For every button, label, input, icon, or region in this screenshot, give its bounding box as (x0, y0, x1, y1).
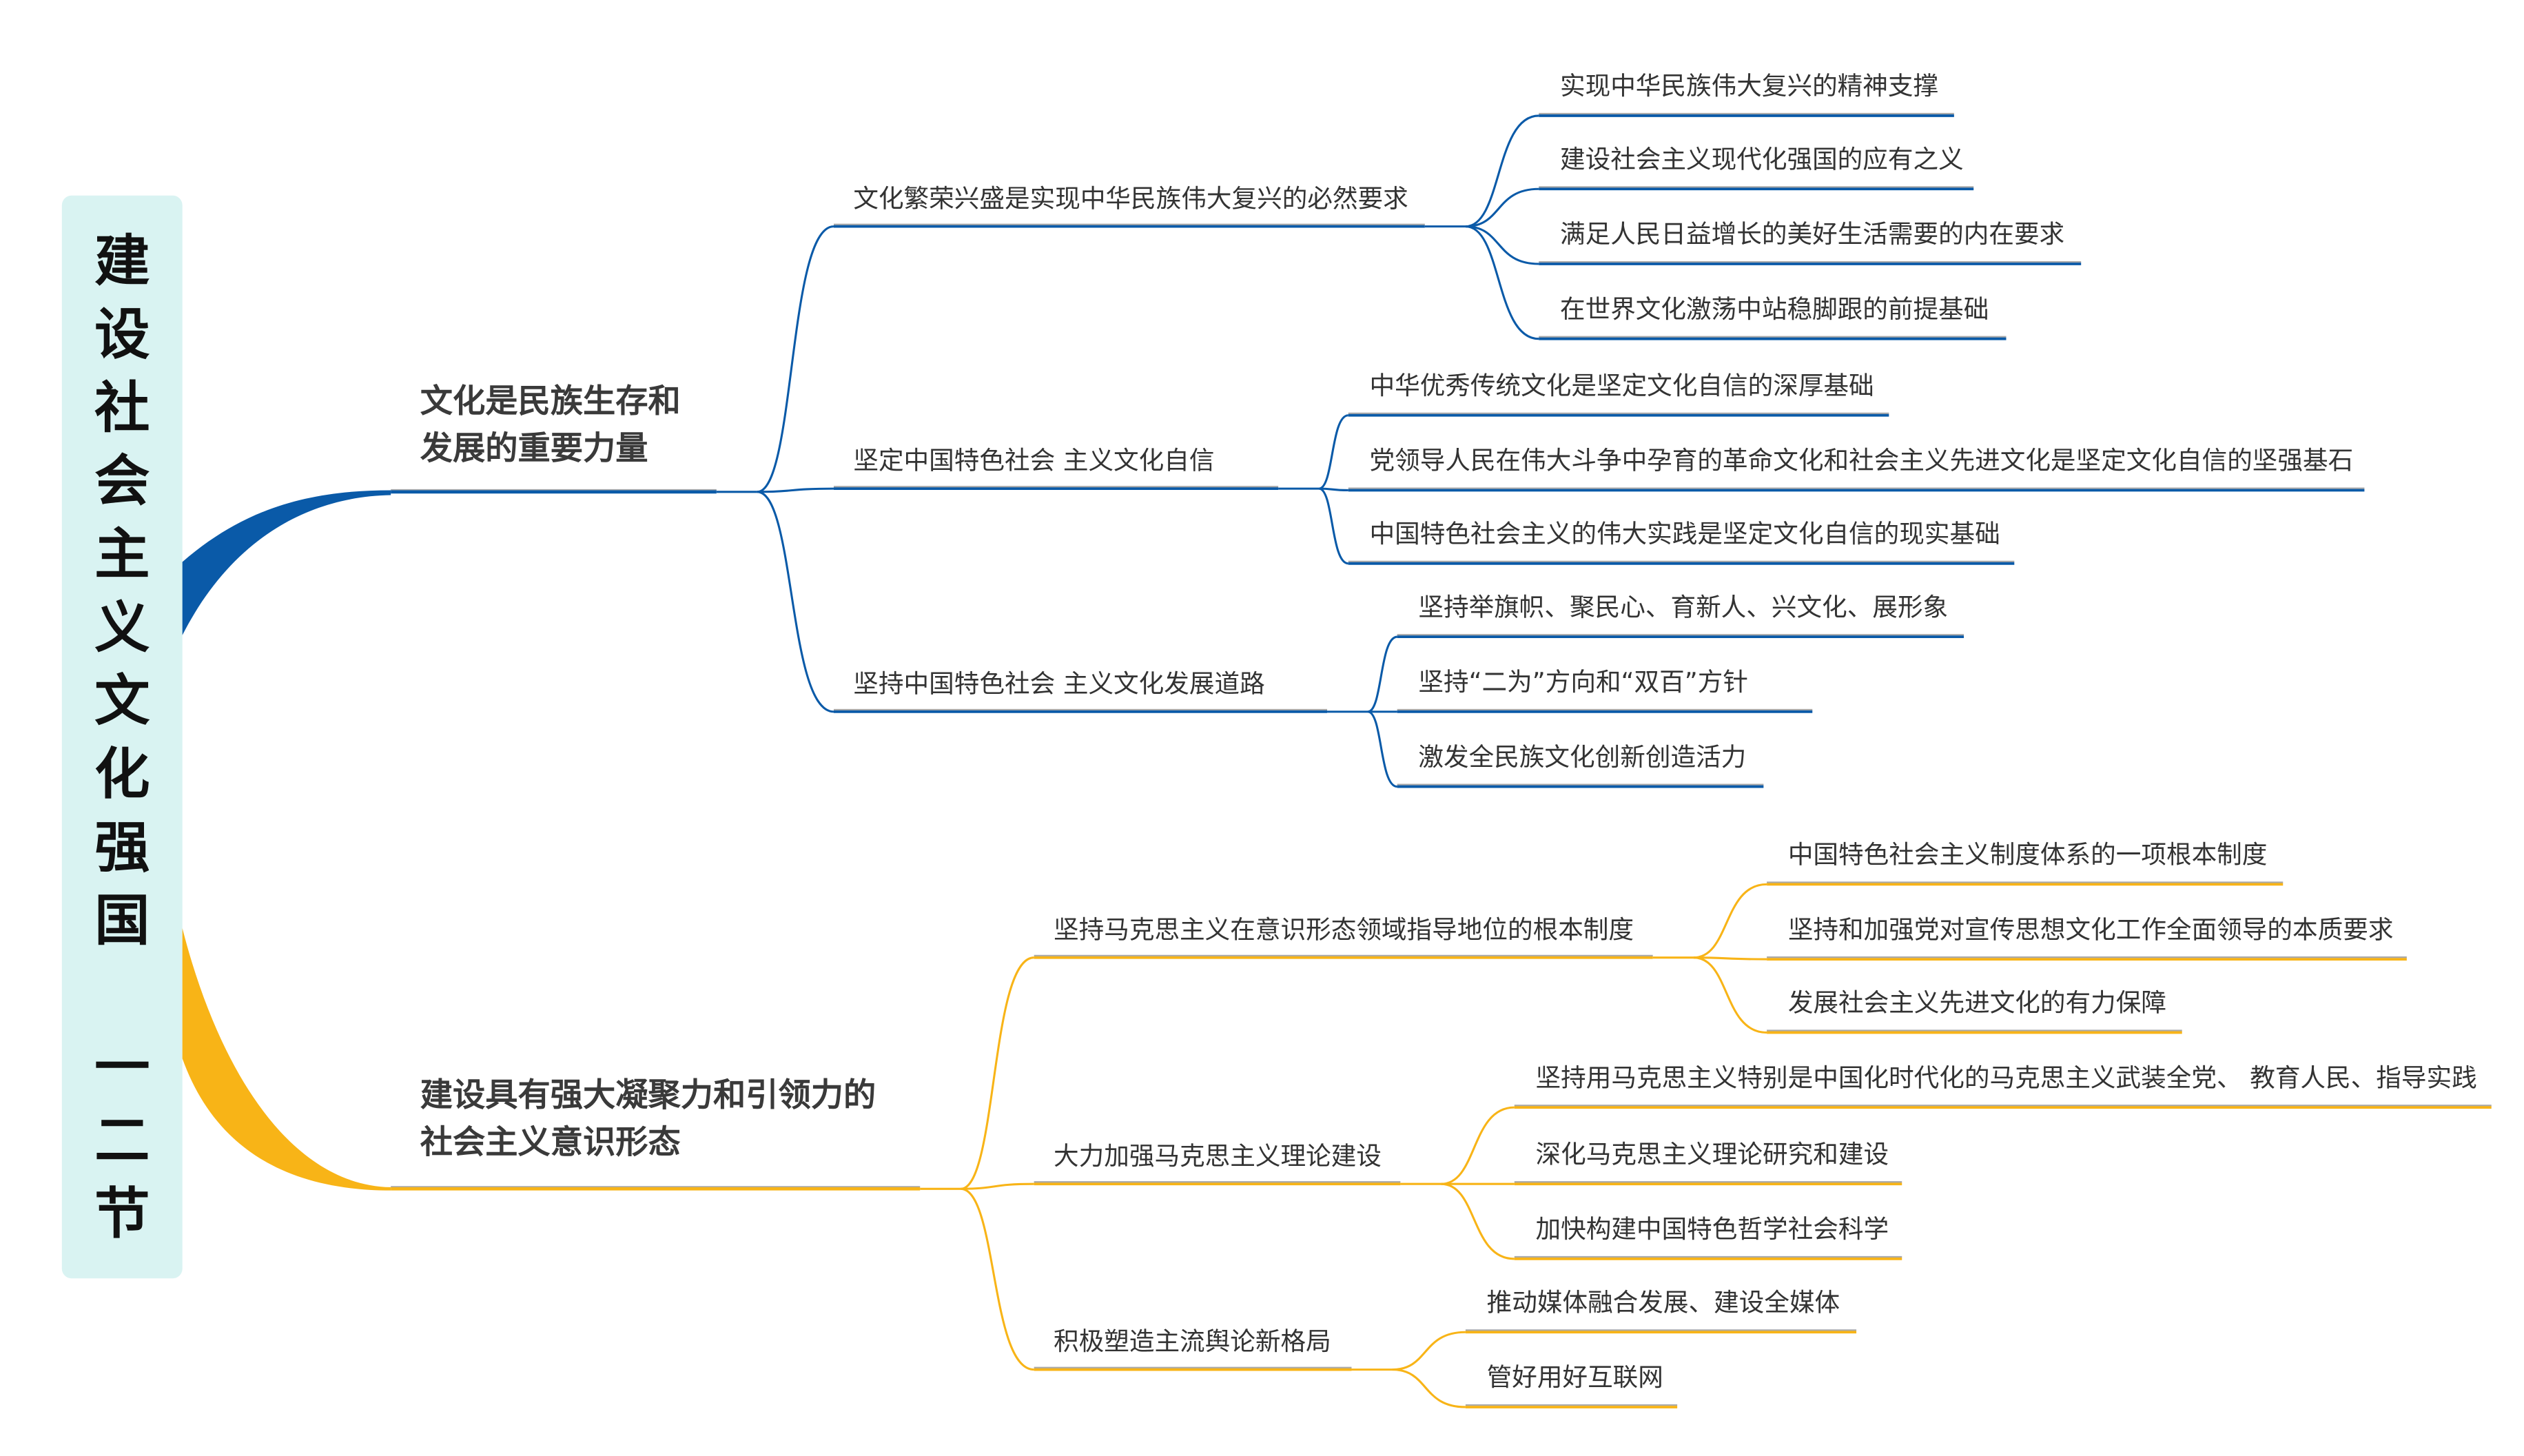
title-char: 化 (94, 741, 150, 806)
leaf-topic-label: 坚持和加强党对宣传思想文化工作全面领导的本质要求 (1788, 914, 2394, 944)
leaf-topic-label: 中国特色社会主义制度体系的一项根本制度 (1788, 840, 2268, 870)
connector (1441, 1106, 1515, 1185)
subtopic-label: 积极塑造主流舆论新格局 (1054, 1326, 1331, 1356)
leaf-topic[interactable]: 坚持和加强党对宣传思想文化工作全面领导的本质要求 (1767, 914, 2407, 961)
subtopic[interactable]: 文化繁荣兴盛是实现中华民族伟大复兴的必然要求 (833, 183, 1425, 228)
leaf-topic[interactable]: 坚持举旗帜、聚民心、育新人、兴文化、展形象 (1397, 592, 1964, 639)
title-char: 强 (94, 814, 150, 879)
connector (961, 1187, 1034, 1371)
branch-connector (182, 928, 391, 1191)
connector (1392, 1331, 1466, 1371)
leaf-topic-label: 建设社会主义现代化强国的应有之义 (1560, 145, 1964, 174)
leaf-topic-label: 中国特色社会主义的伟大实践是坚定文化自信的现实基础 (1369, 519, 2000, 548)
leaf-topic-label: 发展社会主义先进文化的有力保障 (1788, 988, 2166, 1018)
branch-connector (182, 490, 391, 635)
leaf-topic-label: 坚持用马克思主义特别是中国化时代化的马克思主义武装全党、 教育人民、指导实践 (1536, 1063, 2477, 1092)
title-char: 文 (94, 668, 150, 733)
subtopic-label: 大力加强马克思主义理论建设 (1054, 1141, 1382, 1171)
connector (1392, 1368, 1466, 1408)
connector (961, 956, 1034, 1190)
section-char: 二 (94, 1108, 150, 1173)
leaf-topic-label: 深化马克思主义理论研究和建设 (1536, 1139, 1889, 1169)
subtopic[interactable]: 坚定中国特色社会 主义文化自信 (833, 446, 1279, 490)
connector (1318, 487, 1349, 565)
leaf-topic[interactable]: 深化马克思主义理论研究和建设 (1514, 1139, 1902, 1186)
leaf-topic-label: 坚持“二为”方向和“双百”方针 (1418, 667, 1748, 697)
leaf-topic[interactable]: 发展社会主义先进文化的有力保障 (1767, 988, 2182, 1034)
connector (757, 225, 834, 493)
leaf-topic-label: 在世界文化激荡中站稳脚跟的前提基础 (1560, 294, 1989, 324)
subtopic[interactable]: 大力加强马克思主义理论建设 (1034, 1141, 1401, 1186)
leaf-topic-label: 加快构建中国特色哲学社会科学 (1536, 1214, 1889, 1244)
title-char: 会 (94, 449, 150, 513)
subtopic-label: 坚持中国特色社会 主义文化发展道路 (853, 669, 1264, 699)
connector (1465, 187, 1539, 228)
title-char: 社 (94, 375, 150, 440)
subtopic[interactable]: 坚持中国特色社会 主义文化发展道路 (833, 669, 1328, 713)
leaf-topic-label: 激发全民族文化创新创造活力 (1418, 742, 1746, 772)
leaf-topic[interactable]: 中国特色社会主义制度体系的一项根本制度 (1767, 840, 2284, 886)
title-char: 建 (94, 229, 150, 294)
leaf-topic-label: 实现中华民族伟大复兴的精神支撑 (1560, 71, 1938, 101)
connector (1367, 710, 1398, 788)
leaf-topic[interactable]: 推动媒体融合发展、建设全媒体 (1465, 1288, 1857, 1334)
connector (1465, 225, 1539, 340)
connector (1441, 1182, 1515, 1260)
leaf-topic[interactable]: 建设社会主义现代化强国的应有之义 (1539, 145, 1974, 191)
leaf-topic[interactable]: 满足人民日益增长的美好生活需要的内在要求 (1539, 219, 2082, 265)
leaf-topic[interactable]: 激发全民族文化创新创造活力 (1397, 742, 1764, 788)
leaf-topic[interactable]: 管好用好互联网 (1465, 1362, 1678, 1408)
leaf-topic[interactable]: 在世界文化激荡中站稳脚跟的前提基础 (1539, 294, 2007, 340)
subtopic[interactable]: 坚持马克思主义在意识形态领域指导地位的根本制度 (1034, 914, 1653, 959)
connector (1465, 114, 1539, 228)
leaf-topic-label: 坚持举旗帜、聚民心、育新人、兴文化、展形象 (1418, 592, 1948, 622)
leaf-topic[interactable]: 中国特色社会主义的伟大实践是坚定文化自信的现实基础 (1348, 519, 2015, 565)
title-char: 国 (94, 888, 150, 953)
title-box (61, 195, 183, 1279)
leaf-topic-label: 党领导人民在伟大斗争中孕育的革命文化和社会主义先进文化是坚定文化自信的坚强基石 (1369, 446, 2353, 475)
connector (1693, 883, 1767, 959)
leaf-topic[interactable]: 党领导人民在伟大斗争中孕育的革命文化和社会主义先进文化是坚定文化自信的坚强基石 (1348, 446, 2365, 492)
connector (1318, 414, 1349, 490)
connector (961, 1182, 1034, 1190)
main-topic-label: 建设具有强大凝聚力和引领力的 (420, 1076, 876, 1114)
title-char: 设 (94, 302, 150, 367)
section-char: 节 (94, 1181, 150, 1246)
leaf-topic-label: 中华优秀传统文化是坚定文化自信的深厚基础 (1369, 371, 1874, 400)
leaf-topic-label: 管好用好互联网 (1487, 1362, 1663, 1392)
subtopic-label: 坚定中国特色社会 主义文化自信 (853, 446, 1214, 475)
connector (757, 487, 834, 493)
subtopic-label: 坚持马克思主义在意识形态领域指导地位的根本制度 (1054, 914, 1634, 944)
connector (1465, 225, 1539, 265)
subtopic[interactable]: 积极塑造主流舆论新格局 (1034, 1326, 1352, 1371)
title-char: 主 (94, 522, 150, 586)
main-topic-label: 文化是民族生存和 (420, 382, 681, 420)
title-char: 义 (94, 595, 150, 659)
connector (757, 491, 834, 713)
connector (1693, 956, 1767, 961)
leaf-topic[interactable]: 坚持用马克思主义特别是中国化时代化的马克思主义武装全党、 教育人民、指导实践 (1514, 1063, 2492, 1109)
leaf-topic[interactable]: 加快构建中国特色哲学社会科学 (1514, 1214, 1902, 1260)
section-char: 一 (94, 1034, 150, 1099)
leaf-topic-label: 满足人民日益增长的美好生活需要的内在要求 (1560, 219, 2064, 249)
main-topic-label: 社会主义意识形态 (420, 1123, 681, 1161)
main-topic-label: 发展的重要力量 (420, 430, 648, 468)
leaf-topic[interactable]: 实现中华民族伟大复兴的精神支撑 (1539, 71, 1954, 117)
connector (1367, 635, 1398, 713)
leaf-topic-label: 推动媒体融合发展、建设全媒体 (1487, 1288, 1840, 1317)
leaf-topic[interactable]: 坚持“二为”方向和“双百”方针 (1397, 667, 1813, 713)
subtopic-label: 文化繁荣兴盛是实现中华民族伟大复兴的必然要求 (853, 183, 1408, 213)
connector (1693, 956, 1767, 1034)
leaf-topic[interactable]: 中华优秀传统文化是坚定文化自信的深厚基础 (1348, 371, 1889, 417)
